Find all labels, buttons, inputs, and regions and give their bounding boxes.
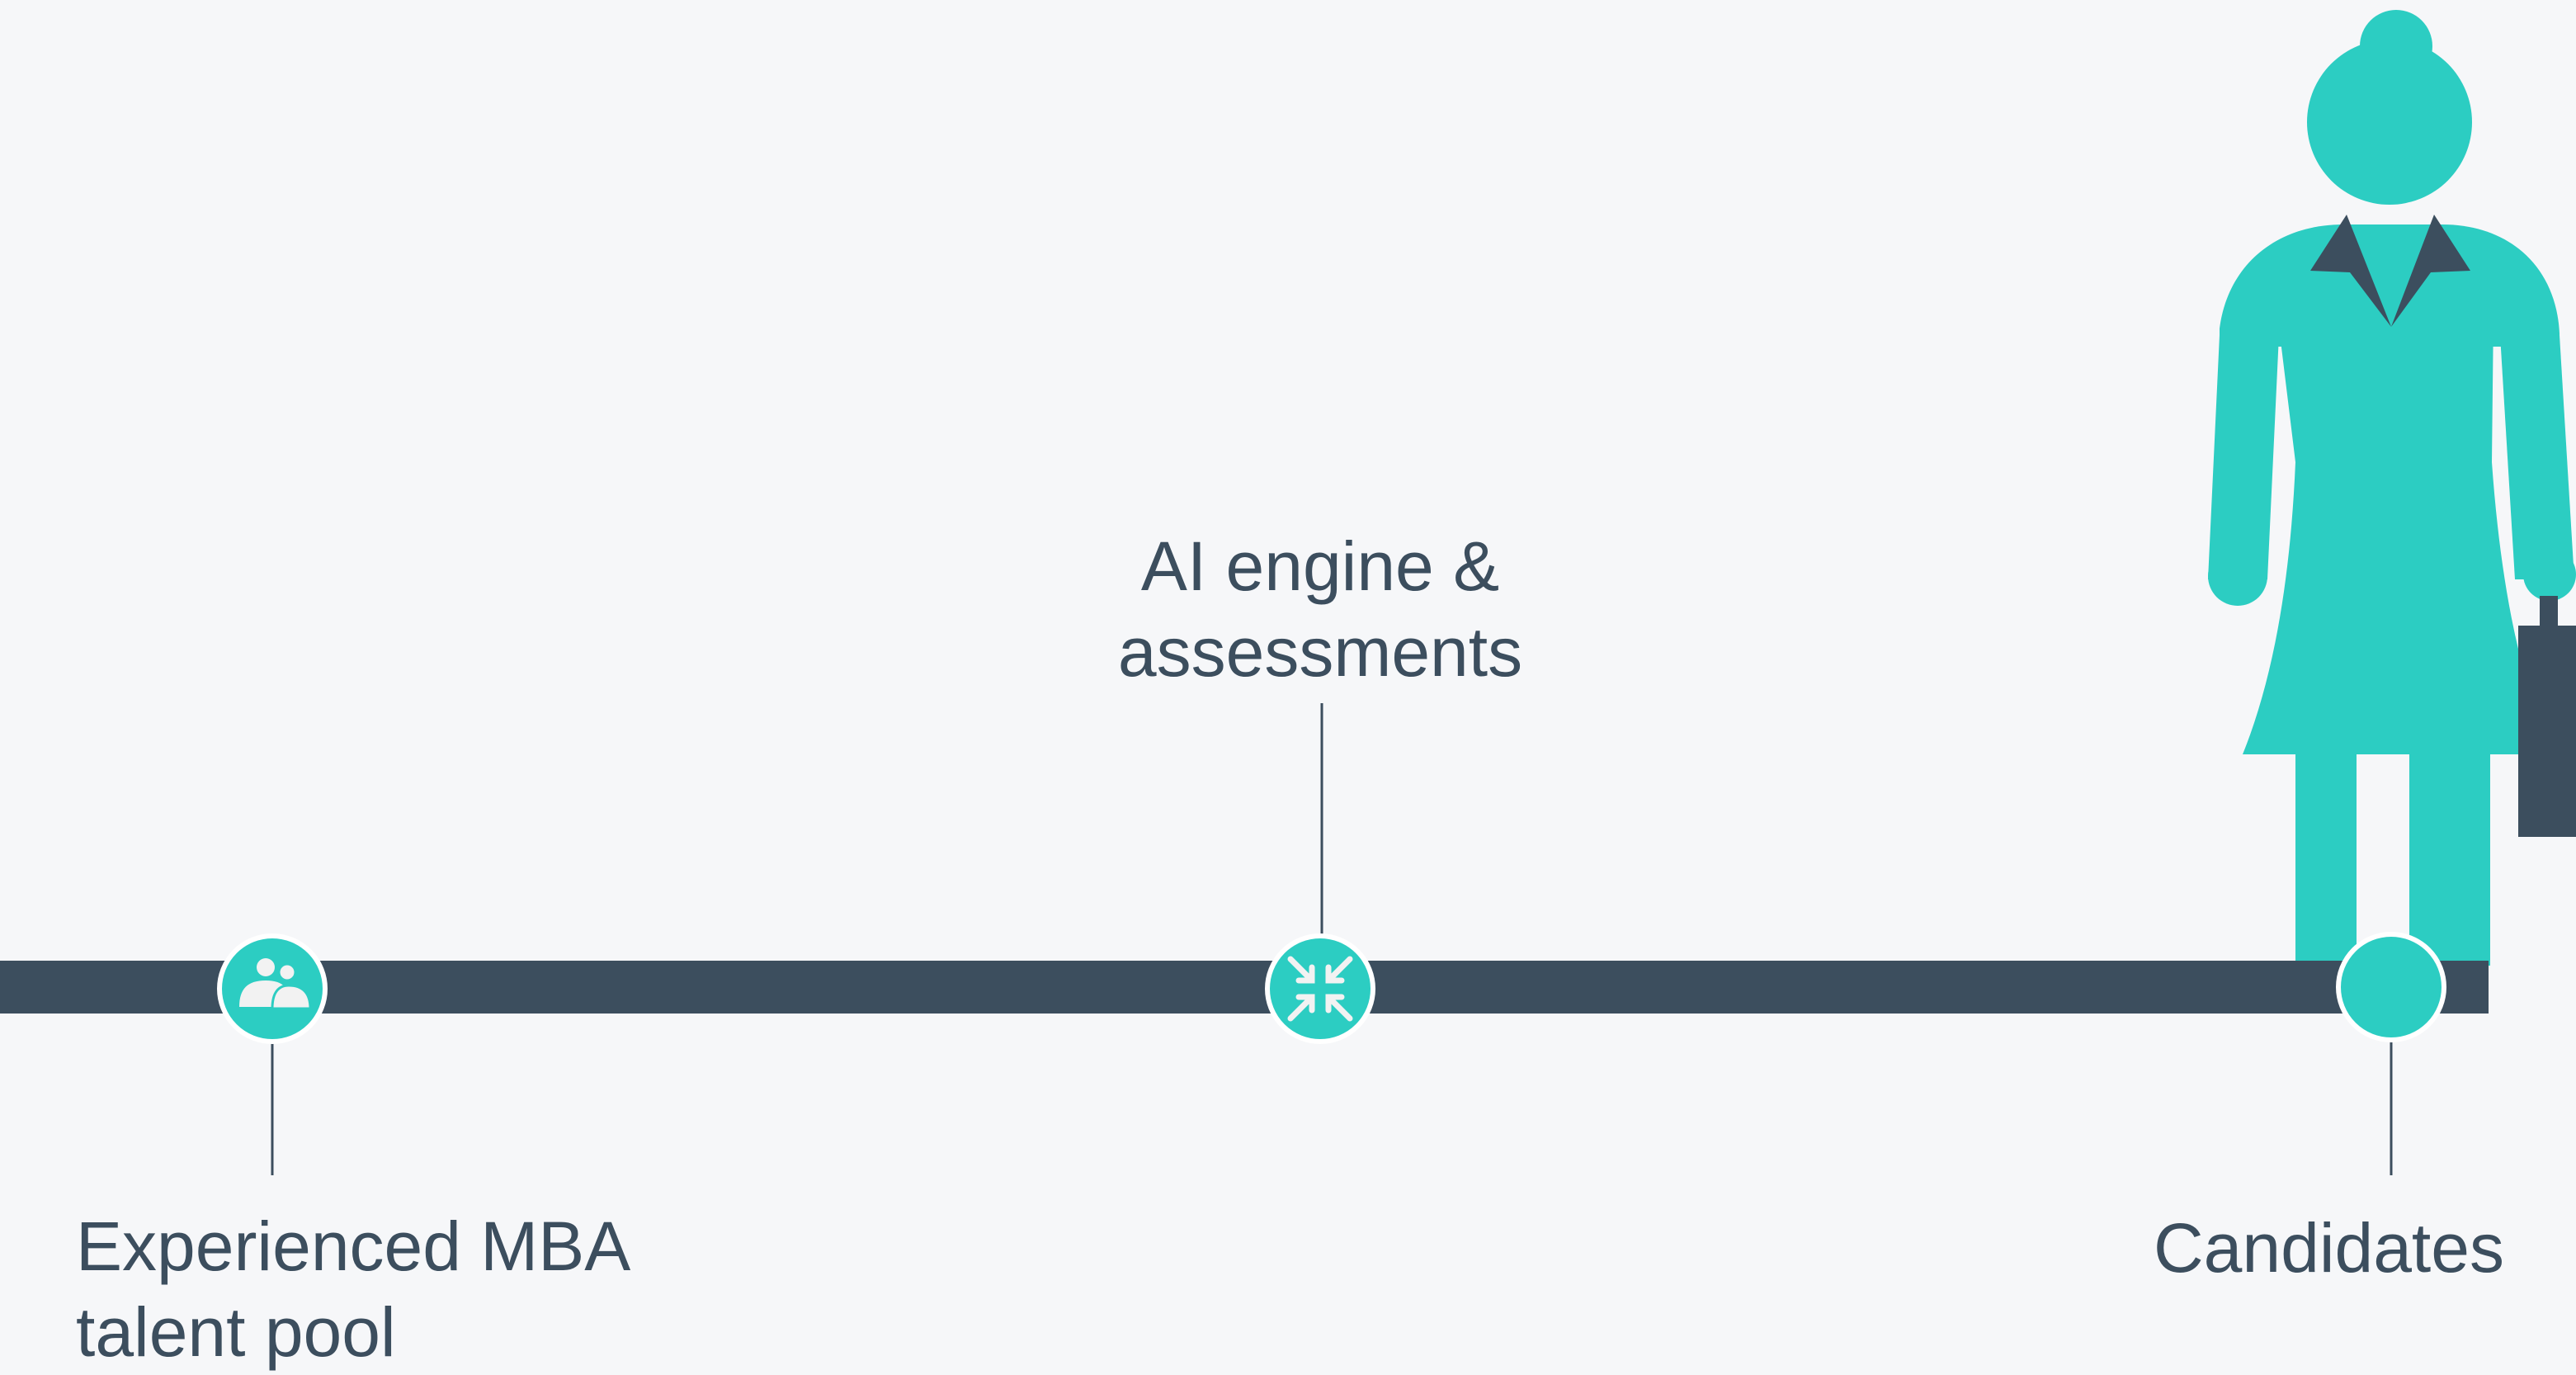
label-talent-pool: Experienced MBA talent pool (76, 1203, 630, 1375)
node-candidates (2336, 932, 2446, 1042)
label-pool-line-2: talent pool (76, 1293, 396, 1371)
timeline-bar (0, 961, 2489, 1014)
businesswoman-icon (2208, 10, 2576, 966)
label-ai-engine: AI engine & assessments (1073, 523, 1568, 695)
node-ai (1265, 933, 1375, 1044)
arrows-converge-icon (1287, 956, 1353, 1022)
label-pool-line-1: Experienced MBA (76, 1207, 631, 1285)
people-icon (239, 958, 312, 1010)
label-candidates-line-1: Candidates (2154, 1209, 2504, 1287)
label-ai-line-1: AI engine & (1140, 527, 1500, 605)
briefcase-icon (2518, 596, 2576, 837)
label-ai-line-2: assessments (1117, 613, 1523, 691)
node-pool (217, 933, 328, 1044)
label-candidates: Candidates (2154, 1205, 2504, 1291)
